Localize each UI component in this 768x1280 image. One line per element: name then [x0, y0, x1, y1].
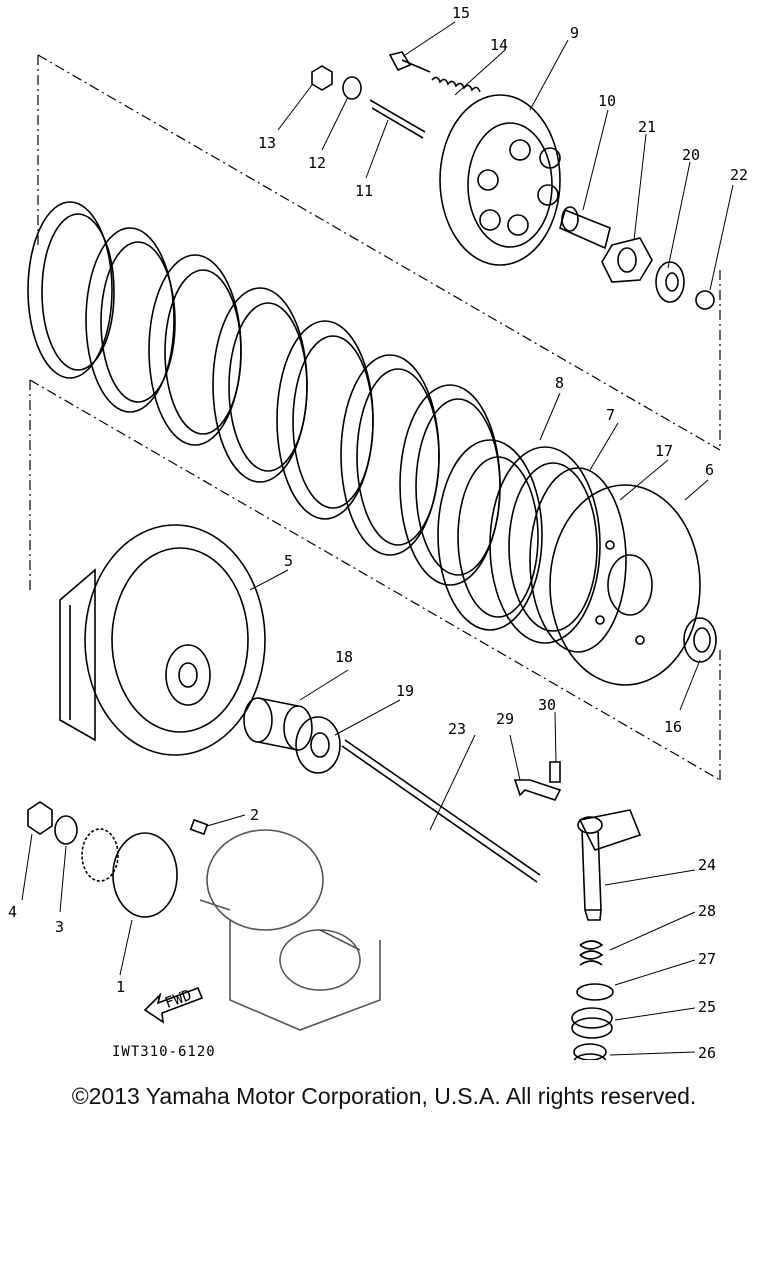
thrust-washer-19 [296, 717, 340, 773]
callout-3: 3 [55, 918, 64, 936]
callout-2: 2 [250, 806, 259, 824]
clutch-housing-5 [60, 525, 265, 755]
washer-27 [577, 984, 613, 1000]
copyright-notice: ©2013 Yamaha Motor Corporation, U.S.A. A… [71, 1083, 697, 1109]
crankshaft [200, 830, 380, 1030]
callout-17: 17 [655, 442, 673, 460]
callout-5: 5 [284, 552, 293, 570]
nut-4 [28, 802, 52, 834]
nut-21 [602, 238, 652, 282]
fwd-arrow-icon [145, 988, 202, 1022]
callout-labels: 1 2 3 4 5 6 7 8 9 10 11 12 13 14 15 16 1… [8, 4, 748, 1060]
push-rod-23 [342, 740, 540, 882]
primary-gear-1 [113, 833, 177, 917]
callout-9: 9 [570, 24, 579, 42]
callout-28: 28 [698, 902, 716, 920]
fwd-label: FWD [162, 986, 194, 1012]
friction-plate-8 [438, 440, 542, 630]
callout-20: 20 [682, 146, 700, 164]
seal-25 [572, 1008, 612, 1038]
ball-22 [696, 291, 714, 309]
callout-26: 26 [698, 1044, 716, 1060]
callout-15: 15 [452, 4, 470, 22]
bracket-29 [515, 780, 560, 800]
callout-29: 29 [496, 710, 514, 728]
callout-19: 19 [396, 682, 414, 700]
callout-21: 21 [638, 118, 656, 136]
callout-16: 16 [664, 718, 682, 736]
washer-16 [684, 618, 716, 662]
lock-washer-20 [656, 262, 684, 302]
sleeve-18 [244, 698, 312, 750]
nut-13 [312, 66, 332, 90]
bearing-26 [574, 1044, 606, 1060]
lever-shaft-24 [578, 810, 640, 920]
clutch-exploded-diagram: 1 2 3 4 5 6 7 8 9 10 11 12 13 14 15 16 1… [8, 4, 748, 1060]
reference-lines [30, 55, 720, 780]
callout-7: 7 [606, 406, 615, 424]
callout-13: 13 [258, 134, 276, 152]
spring-14 [432, 77, 480, 92]
spring-28 [580, 941, 602, 965]
callout-10: 10 [598, 92, 616, 110]
bolt-15 [390, 52, 430, 72]
ring-17 [530, 468, 626, 652]
callout-14: 14 [490, 36, 508, 54]
stud-11 [370, 100, 425, 138]
callout-24: 24 [698, 856, 716, 874]
callout-25: 25 [698, 998, 716, 1016]
push-rod-10 [560, 210, 610, 248]
callout-12: 12 [308, 154, 326, 172]
plate-7 [490, 447, 600, 643]
callout-18: 18 [335, 648, 353, 666]
pressure-plate-9 [440, 95, 560, 265]
callout-1: 1 [116, 978, 125, 996]
callout-30: 30 [538, 696, 556, 714]
screw-30 [550, 762, 560, 782]
key-2 [191, 820, 208, 834]
callout-23: 23 [448, 720, 466, 738]
washer-12 [343, 77, 361, 99]
callout-4: 4 [8, 903, 17, 921]
washer-3 [55, 816, 77, 844]
callout-6: 6 [705, 461, 714, 479]
callout-22: 22 [730, 166, 748, 184]
leader-lines [22, 22, 733, 1055]
pressure-plate-6 [550, 485, 700, 685]
callout-27: 27 [698, 950, 716, 968]
clutch-plates [28, 202, 500, 585]
figure-code: IWT310-6120 [112, 1044, 216, 1060]
callout-8: 8 [555, 374, 564, 392]
callout-11: 11 [355, 182, 373, 200]
